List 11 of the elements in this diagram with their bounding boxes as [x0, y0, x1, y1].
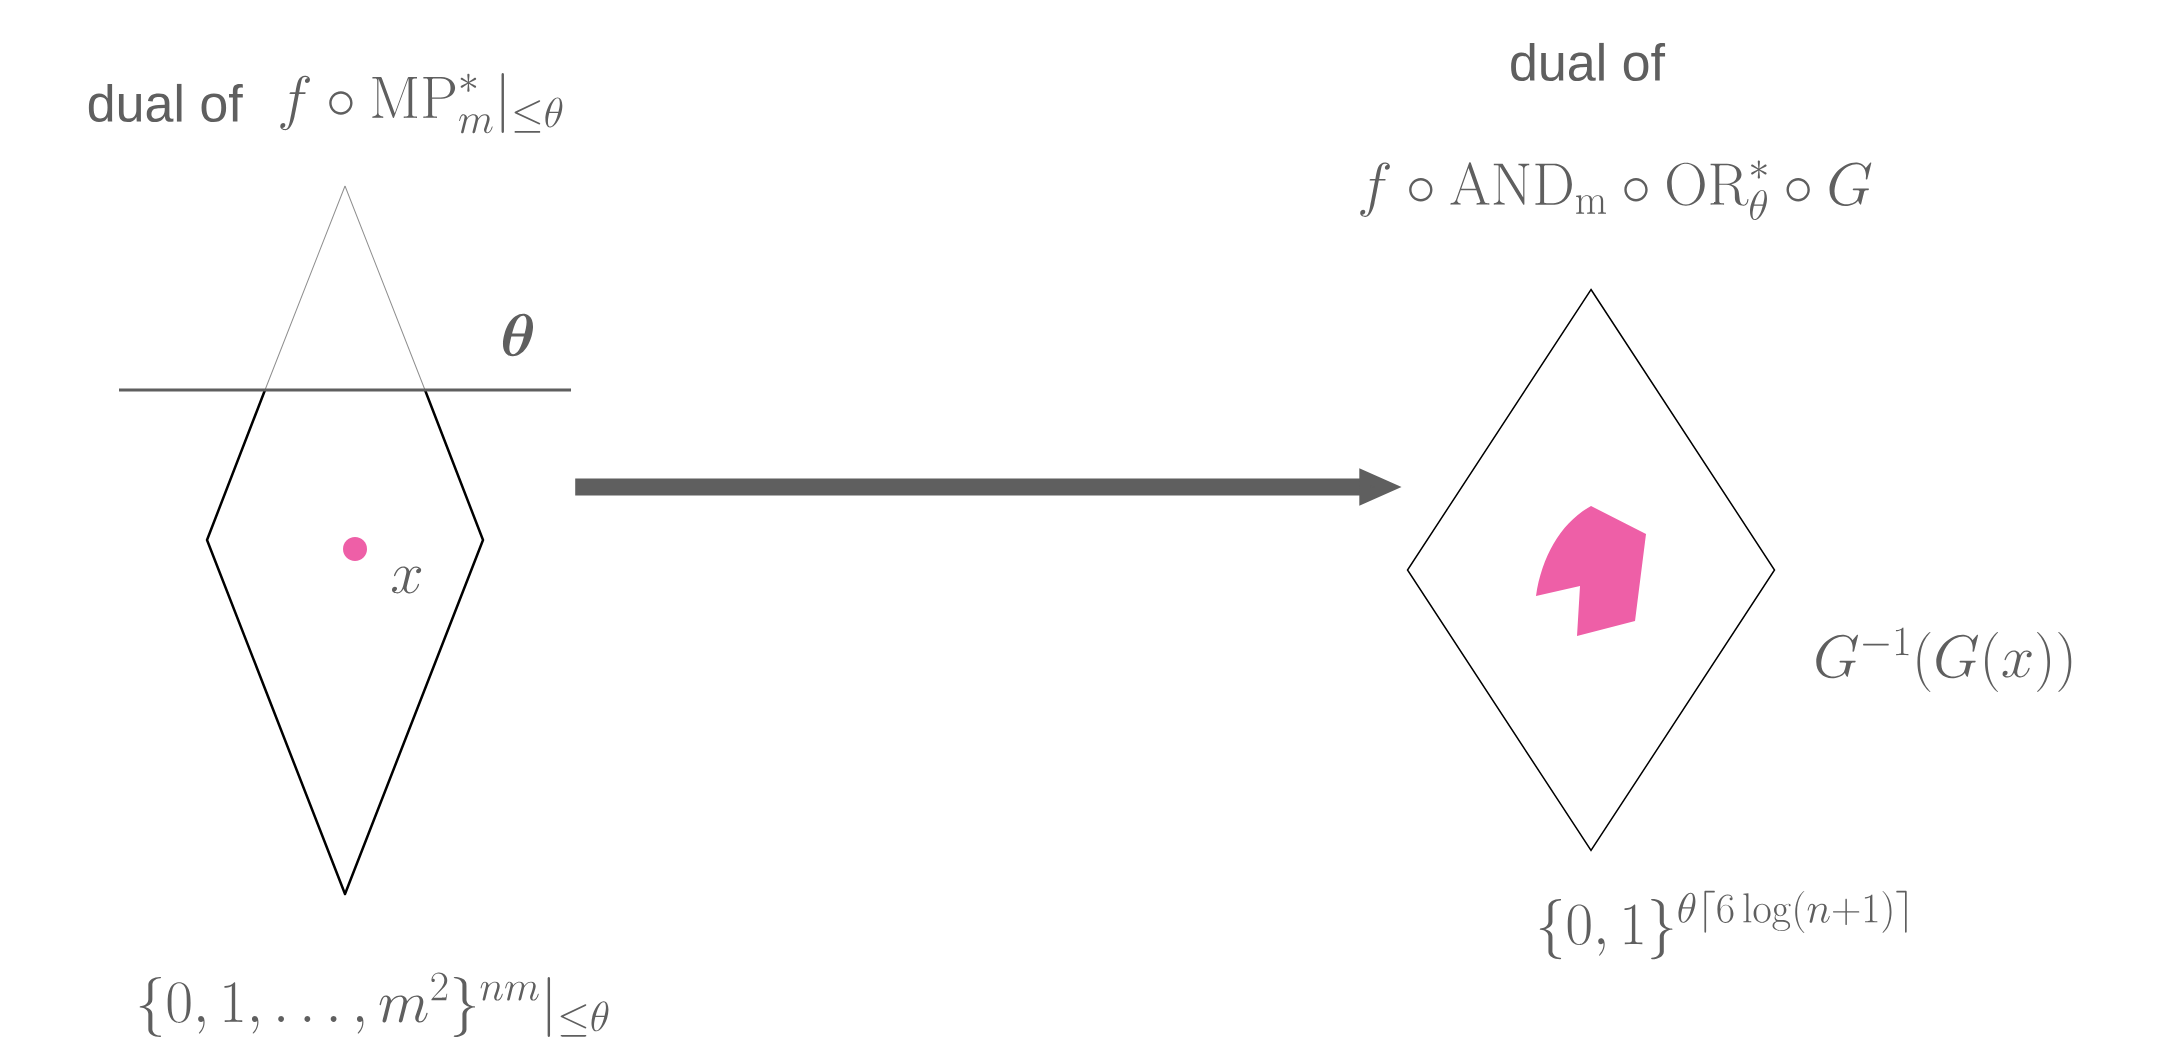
- formula: $\{0,1\}^{\theta\lceil 6\log(n+1)\rceil}$: [1539, 890, 1907, 960]
- formula: $\{0,1,\ldots,m^{2}\}^{nm}|_{\leq\theta}$: [139, 972, 609, 1037]
- math-label: $\boldsymbol{\theta}$: [502, 313, 533, 357]
- kite-drawing: [119, 185, 571, 896]
- heading: dual of: [88, 83, 243, 123]
- formula: $f \circ \mathrm{MP}^{*}_{m}|_{\leq\theta}$: [280, 73, 563, 134]
- diamond-drawing: [1406, 288, 1776, 852]
- math-label: $x$: [392, 566, 422, 594]
- math-label: $G^{-1}(G(x))$: [1816, 627, 2072, 692]
- heading: dual of: [1511, 42, 1666, 82]
- formula: $f \circ \mathrm{AND}_{\mathrm{m}} \circ \mathrm{OR}^{*}_{\theta} \circ G$: [1360, 160, 1872, 220]
